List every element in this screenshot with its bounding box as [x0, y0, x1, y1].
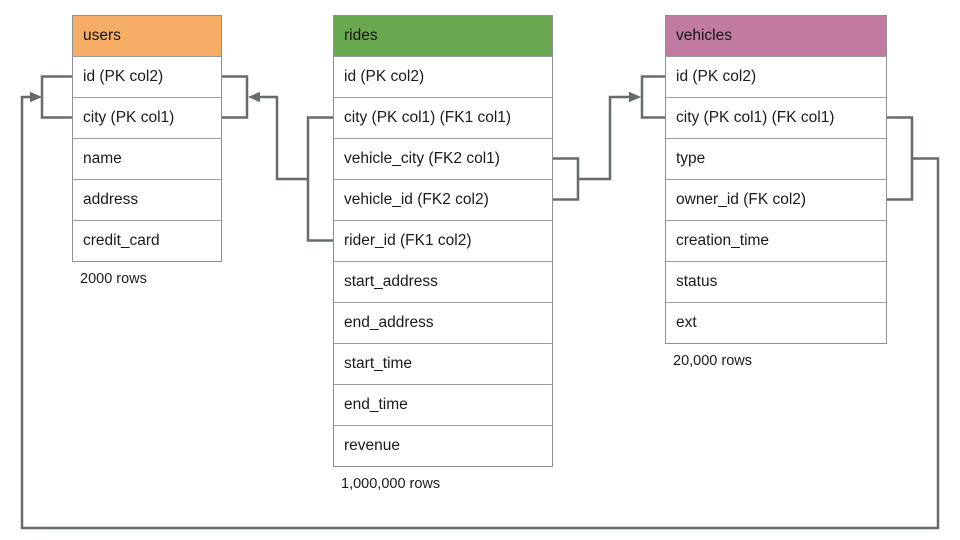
column-row-city: city (PK col1)	[73, 97, 221, 138]
column-row-start_address: start_address	[334, 261, 552, 302]
column-row-name: name	[73, 138, 221, 179]
pk-bracket-users-right	[222, 75, 249, 119]
fk-bracket-vehicles-fk	[887, 116, 914, 201]
table-rides: rides id (PK col2)city (PK col1) (FK1 co…	[333, 15, 553, 492]
connector-rides-to-users	[259, 95, 308, 181]
column-row-credit_card: credit_card	[73, 220, 221, 261]
column-row-revenue: revenue	[334, 425, 552, 466]
column-row-address: address	[73, 179, 221, 220]
column-row-status: status	[666, 261, 886, 302]
column-row-vehicle_city: vehicle_city (FK2 col1)	[334, 138, 552, 179]
connector-rides-to-vehicles	[578, 95, 631, 181]
column-row-id: id (PK col2)	[334, 56, 552, 97]
column-row-end_address: end_address	[334, 302, 552, 343]
table-vehicles-rows: id (PK col2)city (PK col1) (FK col1)type…	[666, 56, 886, 343]
arrowhead-into-users-left	[30, 91, 42, 103]
pk-bracket-vehicles-left	[640, 75, 665, 119]
column-row-rider_id: rider_id (FK1 col2)	[334, 220, 552, 261]
column-row-city: city (PK col1) (FK col1)	[666, 97, 886, 138]
table-vehicles-box: vehicles id (PK col2)city (PK col1) (FK …	[665, 15, 887, 344]
arrowhead-into-users-right	[248, 91, 260, 103]
column-row-end_time: end_time	[334, 384, 552, 425]
table-rides-header: rides	[334, 16, 552, 56]
table-vehicles-header: vehicles	[666, 16, 886, 56]
table-rides-box: rides id (PK col2)city (PK col1) (FK1 co…	[333, 15, 553, 467]
table-vehicles-rowcount: 20,000 rows	[673, 353, 752, 369]
arrowhead-into-vehicles	[629, 91, 641, 103]
column-row-ext: ext	[666, 302, 886, 343]
table-rides-rowcount: 1,000,000 rows	[341, 476, 441, 492]
table-users-header: users	[73, 16, 221, 56]
pk-bracket-users-left	[40, 75, 72, 119]
table-rides-rows: id (PK col2)city (PK col1) (FK1 col1)veh…	[334, 56, 552, 466]
column-row-id: id (PK col2)	[666, 56, 886, 97]
table-users-rowcount: 2000 rows	[80, 271, 147, 287]
table-vehicles: vehicles id (PK col2)city (PK col1) (FK …	[665, 15, 887, 369]
connector-vehicles-to-users	[20, 95, 940, 530]
column-row-id: id (PK col2)	[73, 56, 221, 97]
column-row-start_time: start_time	[334, 343, 552, 384]
column-row-owner_id: owner_id (FK col2)	[666, 179, 886, 220]
column-row-type: type	[666, 138, 886, 179]
column-row-city: city (PK col1) (FK1 col1)	[334, 97, 552, 138]
fk-bracket-rides-fk1	[306, 116, 333, 242]
column-row-creation_time: creation_time	[666, 220, 886, 261]
column-row-vehicle_id: vehicle_id (FK2 col2)	[334, 179, 552, 220]
fk-bracket-rides-fk2	[553, 157, 580, 201]
